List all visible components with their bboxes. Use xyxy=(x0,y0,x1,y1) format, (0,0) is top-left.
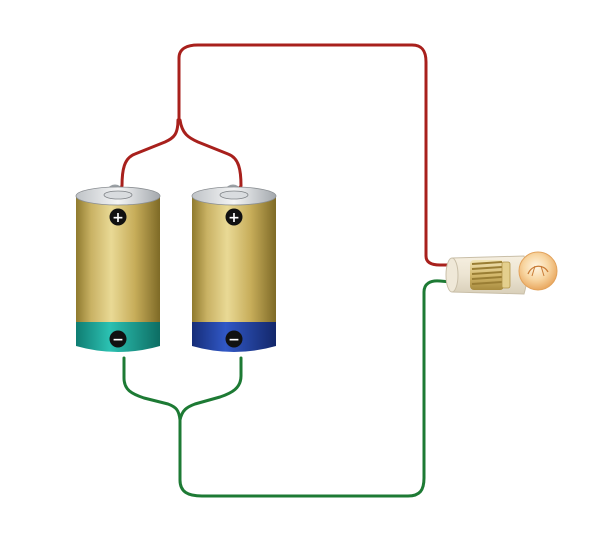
battery-2: + − xyxy=(191,184,277,352)
battery-2-negative-badge: − xyxy=(225,330,243,348)
battery-1-positive-nub xyxy=(103,190,133,200)
battery-2-positive-badge: + xyxy=(225,208,243,226)
battery-1-positive-symbol: + xyxy=(112,210,124,226)
bulb-socket-icon xyxy=(445,255,528,295)
light-bulb-icon xyxy=(518,251,558,291)
light-bulb xyxy=(445,251,558,295)
battery-1-negative-symbol: − xyxy=(112,332,124,348)
battery-2-negative-symbol: − xyxy=(228,332,240,348)
negative-wire xyxy=(122,279,464,498)
positive-wire xyxy=(115,43,460,267)
battery-1: + − xyxy=(75,184,161,352)
battery-2-positive-symbol: + xyxy=(228,210,240,226)
battery-2-positive-nub xyxy=(219,190,249,200)
battery-1-negative-badge: − xyxy=(109,330,127,348)
battery-1-positive-badge: + xyxy=(109,208,127,226)
